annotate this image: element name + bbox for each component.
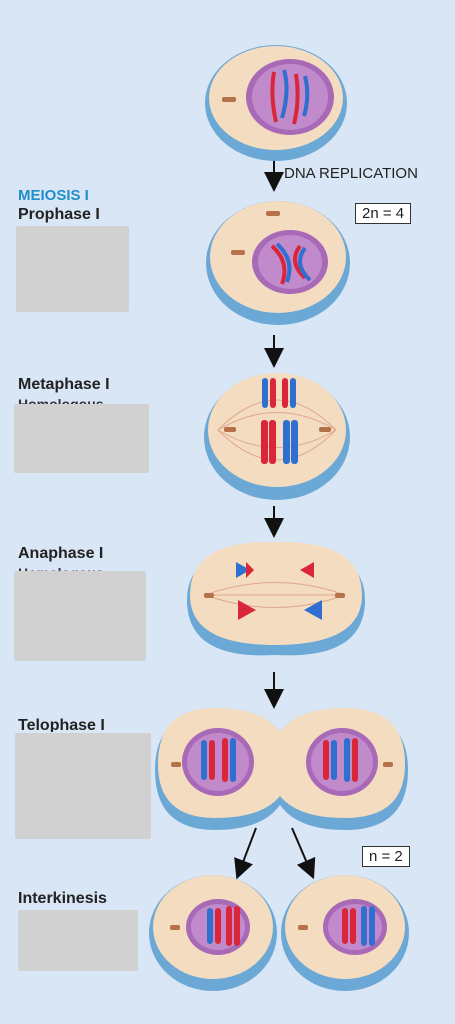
hidden-description-telophase [15, 733, 151, 839]
cell-interkinesis-right [281, 875, 409, 991]
cell-metaphase [204, 373, 350, 500]
ploidy-2n-box: 2n = 4 [355, 203, 412, 224]
stage-title-metaphase: Metaphase I [18, 376, 110, 393]
ploidy-n-box: n = 2 [362, 846, 410, 867]
stage-title-prophase: Prophase I [18, 206, 100, 223]
stage-title-anaphase: Anaphase I [18, 545, 104, 562]
stage-title-telophase: Telophase I [18, 717, 105, 732]
cell-prophase [206, 201, 350, 325]
cell-anaphase [187, 541, 365, 656]
hidden-description-metaphase [14, 404, 149, 473]
dna-replication-label: DNA REPLICATION [284, 165, 418, 182]
arrow-5 [234, 827, 316, 880]
meiosis-heading: MEIOSIS I [18, 187, 89, 204]
cell-interphase [205, 45, 347, 161]
stage-partial-metaphase: Homologous [18, 396, 104, 405]
stage-partial-anaphase: Homologous [18, 565, 104, 572]
hidden-description-prophase [16, 226, 129, 312]
stage-title-interkinesis: Interkinesis [18, 890, 107, 907]
cell-telophase [155, 708, 408, 830]
hidden-description-anaphase [14, 571, 146, 661]
cell-interkinesis-left [149, 875, 277, 991]
hidden-description-interkinesis [18, 910, 138, 971]
